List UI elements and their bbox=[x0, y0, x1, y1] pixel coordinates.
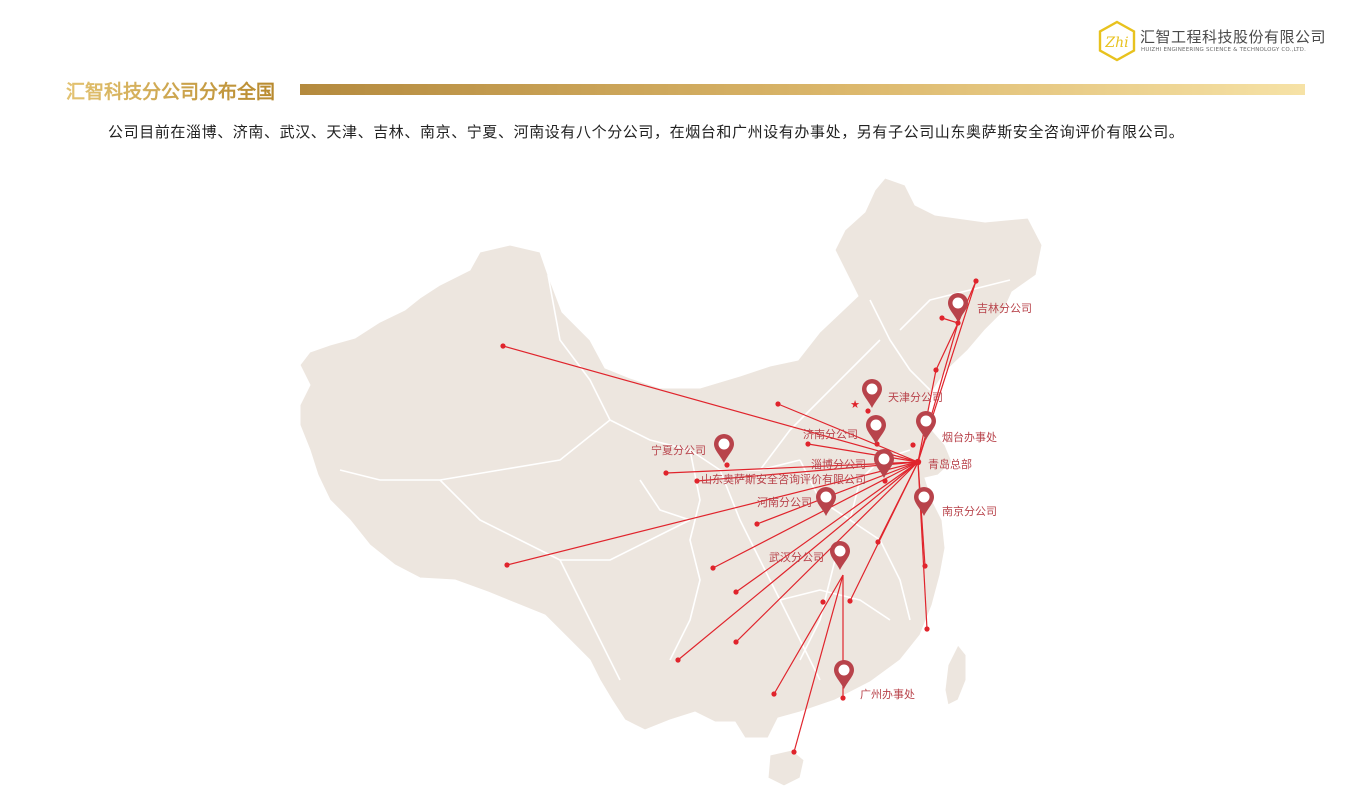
logo-text: Zhi bbox=[1104, 35, 1128, 51]
section-title: 汇智科技分公司分布全国 bbox=[66, 77, 275, 104]
route-endpoint-dot bbox=[955, 320, 961, 326]
company-logo: Zhi 汇智工程科技股份有限公司 HUIZHI ENGINEERING SCIE… bbox=[1096, 20, 1336, 62]
branch-label: 吉林分公司 bbox=[977, 301, 1032, 315]
branch-label: 天津分公司 bbox=[888, 391, 943, 404]
route-endpoint-dot bbox=[933, 367, 939, 373]
map-pin-icon bbox=[862, 379, 882, 408]
route-line bbox=[506, 461, 919, 566]
route-line bbox=[756, 461, 919, 525]
company-name: 汇智工程科技股份有限公司 bbox=[1140, 28, 1327, 46]
route-line bbox=[735, 461, 919, 643]
route-endpoint-dot bbox=[924, 626, 930, 632]
route-endpoint-dot bbox=[840, 695, 846, 701]
hainan-shape bbox=[767, 749, 805, 787]
route-line bbox=[941, 317, 959, 324]
route-line bbox=[793, 574, 844, 753]
branch-label: 宁夏分公司 bbox=[651, 443, 706, 457]
map-pin-icon bbox=[948, 293, 968, 322]
title-divider-bar bbox=[300, 84, 1305, 95]
route-line bbox=[917, 322, 959, 463]
route-endpoint-dot bbox=[733, 639, 739, 645]
branch-label: 山东奥萨斯安全咨询评价有限公司 bbox=[701, 472, 866, 486]
route-endpoint-dot bbox=[694, 478, 700, 484]
branch-label: 河南分公司 bbox=[757, 496, 812, 509]
route-endpoint-dot bbox=[733, 589, 739, 595]
route-endpoint-dot bbox=[939, 315, 945, 321]
branch-label: 广州办事处 bbox=[860, 688, 915, 701]
route-endpoint-dot bbox=[922, 563, 928, 569]
map-pin-icon bbox=[714, 434, 734, 463]
route-line bbox=[935, 322, 959, 371]
route-line bbox=[807, 443, 919, 463]
route-line bbox=[735, 461, 919, 593]
headquarters-dot bbox=[914, 458, 922, 466]
route-endpoint-dot bbox=[820, 599, 826, 605]
route-line bbox=[777, 403, 919, 463]
map-pin-icon bbox=[866, 415, 886, 444]
branch-label: 济南分公司 bbox=[803, 427, 858, 441]
taiwan-shape bbox=[944, 644, 967, 706]
route-line bbox=[773, 574, 844, 695]
route-endpoint-dot bbox=[724, 462, 730, 468]
route-endpoint-dot bbox=[805, 441, 811, 447]
map-pin-icon bbox=[830, 541, 850, 570]
route-endpoint-dot bbox=[710, 565, 716, 571]
headquarters-label: 青岛总部 bbox=[928, 457, 972, 471]
route-endpoint-dot bbox=[663, 470, 669, 476]
map-pin-icon bbox=[874, 449, 894, 478]
logo-hexagon-icon: Zhi bbox=[1098, 20, 1136, 62]
branch-label: 南京分公司 bbox=[942, 504, 997, 518]
route-endpoint-dot bbox=[675, 657, 681, 663]
route-endpoint-dot bbox=[910, 442, 916, 448]
star-icon: ★ bbox=[850, 398, 860, 411]
route-line bbox=[502, 345, 919, 463]
route-endpoint-dot bbox=[875, 539, 881, 545]
route-endpoint-dot bbox=[973, 278, 979, 284]
route-line bbox=[917, 461, 926, 567]
route-endpoints bbox=[500, 278, 979, 755]
company-name-en: HUIZHI ENGINEERING SCIENCE & TECHNOLOGY … bbox=[1141, 47, 1307, 53]
route-endpoint-dot bbox=[847, 598, 853, 604]
map-pin-icon bbox=[834, 660, 854, 689]
route-endpoint-dot bbox=[791, 749, 797, 755]
route-endpoint-dot bbox=[882, 478, 888, 484]
map-pin-icon bbox=[816, 487, 836, 516]
route-endpoint-dot bbox=[504, 562, 510, 568]
intro-text: 公司目前在淄博、济南、武汉、天津、吉林、南京、宁夏、河南设有八个分公司，在烟台和… bbox=[108, 123, 1185, 141]
branch-label: 淄博分公司 bbox=[811, 458, 866, 471]
route-line bbox=[677, 461, 919, 661]
map-landmass bbox=[299, 177, 1043, 787]
map-pin-icon bbox=[916, 411, 936, 440]
route-endpoint-dot bbox=[754, 521, 760, 527]
route-endpoint-dot bbox=[500, 343, 506, 349]
map-pin-icon bbox=[914, 487, 934, 516]
route-endpoint-dot bbox=[771, 691, 777, 697]
route-endpoint-dot bbox=[865, 408, 871, 414]
route-line bbox=[849, 461, 919, 602]
route-endpoint-dot bbox=[775, 401, 781, 407]
branch-label: 武汉分公司 bbox=[769, 551, 824, 564]
branch-label: 烟台办事处 bbox=[942, 430, 997, 444]
branch-markers bbox=[714, 293, 968, 689]
